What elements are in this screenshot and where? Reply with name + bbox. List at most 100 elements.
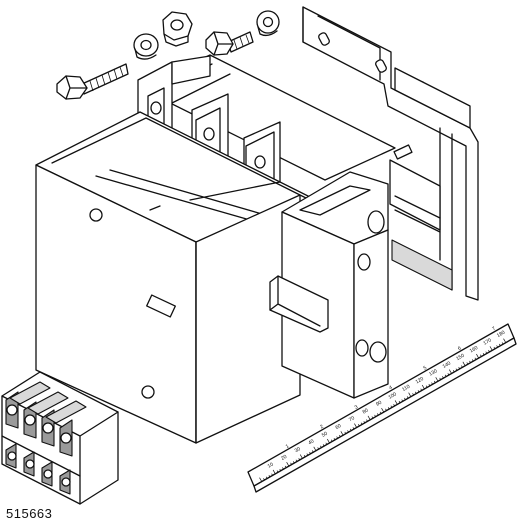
ruler-tick: [295, 459, 298, 463]
ruler-mm-label: 160: [469, 345, 479, 354]
scale-ruler: 1020304050607080901001101201301401501601…: [247, 323, 517, 493]
ruler-mm-label: 20: [280, 454, 288, 462]
ruler-tick: [488, 349, 491, 353]
contactor-body: [35, 6, 479, 444]
ruler-tick: [268, 475, 271, 478]
ruler-tick: [282, 467, 284, 470]
ruler-mm-label: 150: [455, 353, 465, 362]
mounting-hole-lower: [141, 385, 155, 399]
ruler-tick: [499, 343, 501, 347]
ruler-tick: [474, 357, 477, 361]
ruler-tick: [352, 427, 355, 430]
ruler-mm-label: 10: [267, 461, 275, 469]
ruler-mm-label: 40: [307, 438, 315, 446]
ruler-tick: [425, 385, 428, 388]
ruler-tick: [374, 414, 377, 418]
ruler-tick: [480, 354, 482, 358]
ruler-tick: [298, 458, 301, 461]
ruler-tick: [398, 400, 401, 404]
ruler-tick: [286, 462, 290, 467]
aux-contact-block: [1, 371, 119, 505]
ruler-tick: [311, 450, 314, 453]
ruler-tick: [414, 391, 417, 395]
ruler-tick: [385, 408, 388, 412]
ruler-tick: [333, 437, 336, 441]
hex-nut-1: [162, 11, 193, 47]
ruler-tick: [306, 453, 309, 456]
ruler-tick: [489, 346, 493, 351]
ruler-tick: [485, 351, 488, 354]
top-slot: [393, 144, 413, 160]
ruler-tick: [265, 476, 268, 480]
ruler-inch-label: 4: [388, 384, 394, 391]
ruler-tick: [317, 447, 320, 450]
ruler-inch-label: 1: [285, 443, 291, 450]
mounting-frame: [302, 6, 479, 301]
ruler-tick: [404, 397, 406, 401]
ruler-tick: [377, 413, 379, 416]
ruler-tick: [325, 442, 328, 446]
ruler-mm-label: 60: [334, 423, 342, 431]
ruler-inch-label: 6: [457, 345, 463, 352]
ruler-tick: [326, 438, 331, 444]
ruler-tick: [428, 383, 431, 387]
ruler-tick: [366, 419, 369, 422]
ruler-tick: [354, 423, 358, 429]
ruler-tick: [393, 403, 396, 407]
ruler-tick: [431, 382, 434, 385]
ruler-tick: [339, 434, 341, 438]
washer-2: [256, 10, 280, 37]
ruler-tick: [401, 399, 404, 402]
ruler-tick: [394, 400, 398, 405]
ruler-tick: [439, 377, 442, 381]
auxiliary-block: [269, 171, 389, 399]
ruler-tick: [435, 377, 439, 382]
ruler-mm-label: 140: [442, 360, 452, 369]
ruler-tick: [458, 366, 461, 370]
ruler-mm-label: 50: [321, 431, 329, 439]
mounting-hole-upper: [89, 208, 103, 222]
ruler-mm-label: 110: [401, 384, 411, 393]
ruler-tick: [379, 411, 382, 415]
ruler-tick: [299, 454, 303, 460]
ruler-tick: [381, 407, 385, 413]
ruler-tick: [462, 361, 466, 367]
ruler-tick: [387, 407, 390, 410]
ruler-tick: [292, 461, 295, 464]
ruler-inch-label: 5: [423, 365, 429, 372]
ruler-tick: [390, 405, 393, 409]
ruler-tick: [363, 420, 366, 424]
ruler-tick: [476, 353, 480, 359]
ruler-tick: [469, 360, 472, 364]
ruler-tick: [417, 390, 420, 393]
ruler-mm-label: 30: [294, 446, 302, 454]
label-slot: [146, 294, 176, 318]
ruler-mm-label: 70: [348, 415, 356, 423]
ruler-ticks: [259, 338, 507, 483]
ruler-tick: [461, 365, 463, 368]
ruler-tick: [279, 468, 282, 472]
ruler-tick: [347, 430, 350, 433]
ruler-tick: [408, 392, 412, 398]
ruler-labels: 1020304050607080901001101201301401501601…: [267, 326, 507, 470]
ruler-tick: [330, 439, 333, 443]
ruler-tick: [466, 362, 469, 365]
ruler-tick: [271, 473, 274, 476]
ruler-inch-label: 3: [354, 404, 360, 411]
ruler-tick: [455, 368, 458, 371]
ruler-tick: [420, 388, 423, 392]
ruler-tick: [433, 380, 436, 384]
ruler-tick: [322, 444, 325, 447]
ruler-tick: [442, 376, 444, 379]
ruler-tick: [313, 446, 317, 452]
ruler-tick: [448, 369, 453, 375]
ruler-mm-label: 120: [415, 376, 425, 385]
ruler-mm-label: 130: [428, 368, 438, 377]
ruler-tick: [412, 393, 415, 396]
hex-bolt-short: [205, 31, 254, 56]
ruler-tick: [503, 338, 507, 344]
ruler-tick: [349, 428, 352, 432]
ruler-tick: [303, 454, 306, 458]
ruler-tick: [340, 431, 344, 436]
